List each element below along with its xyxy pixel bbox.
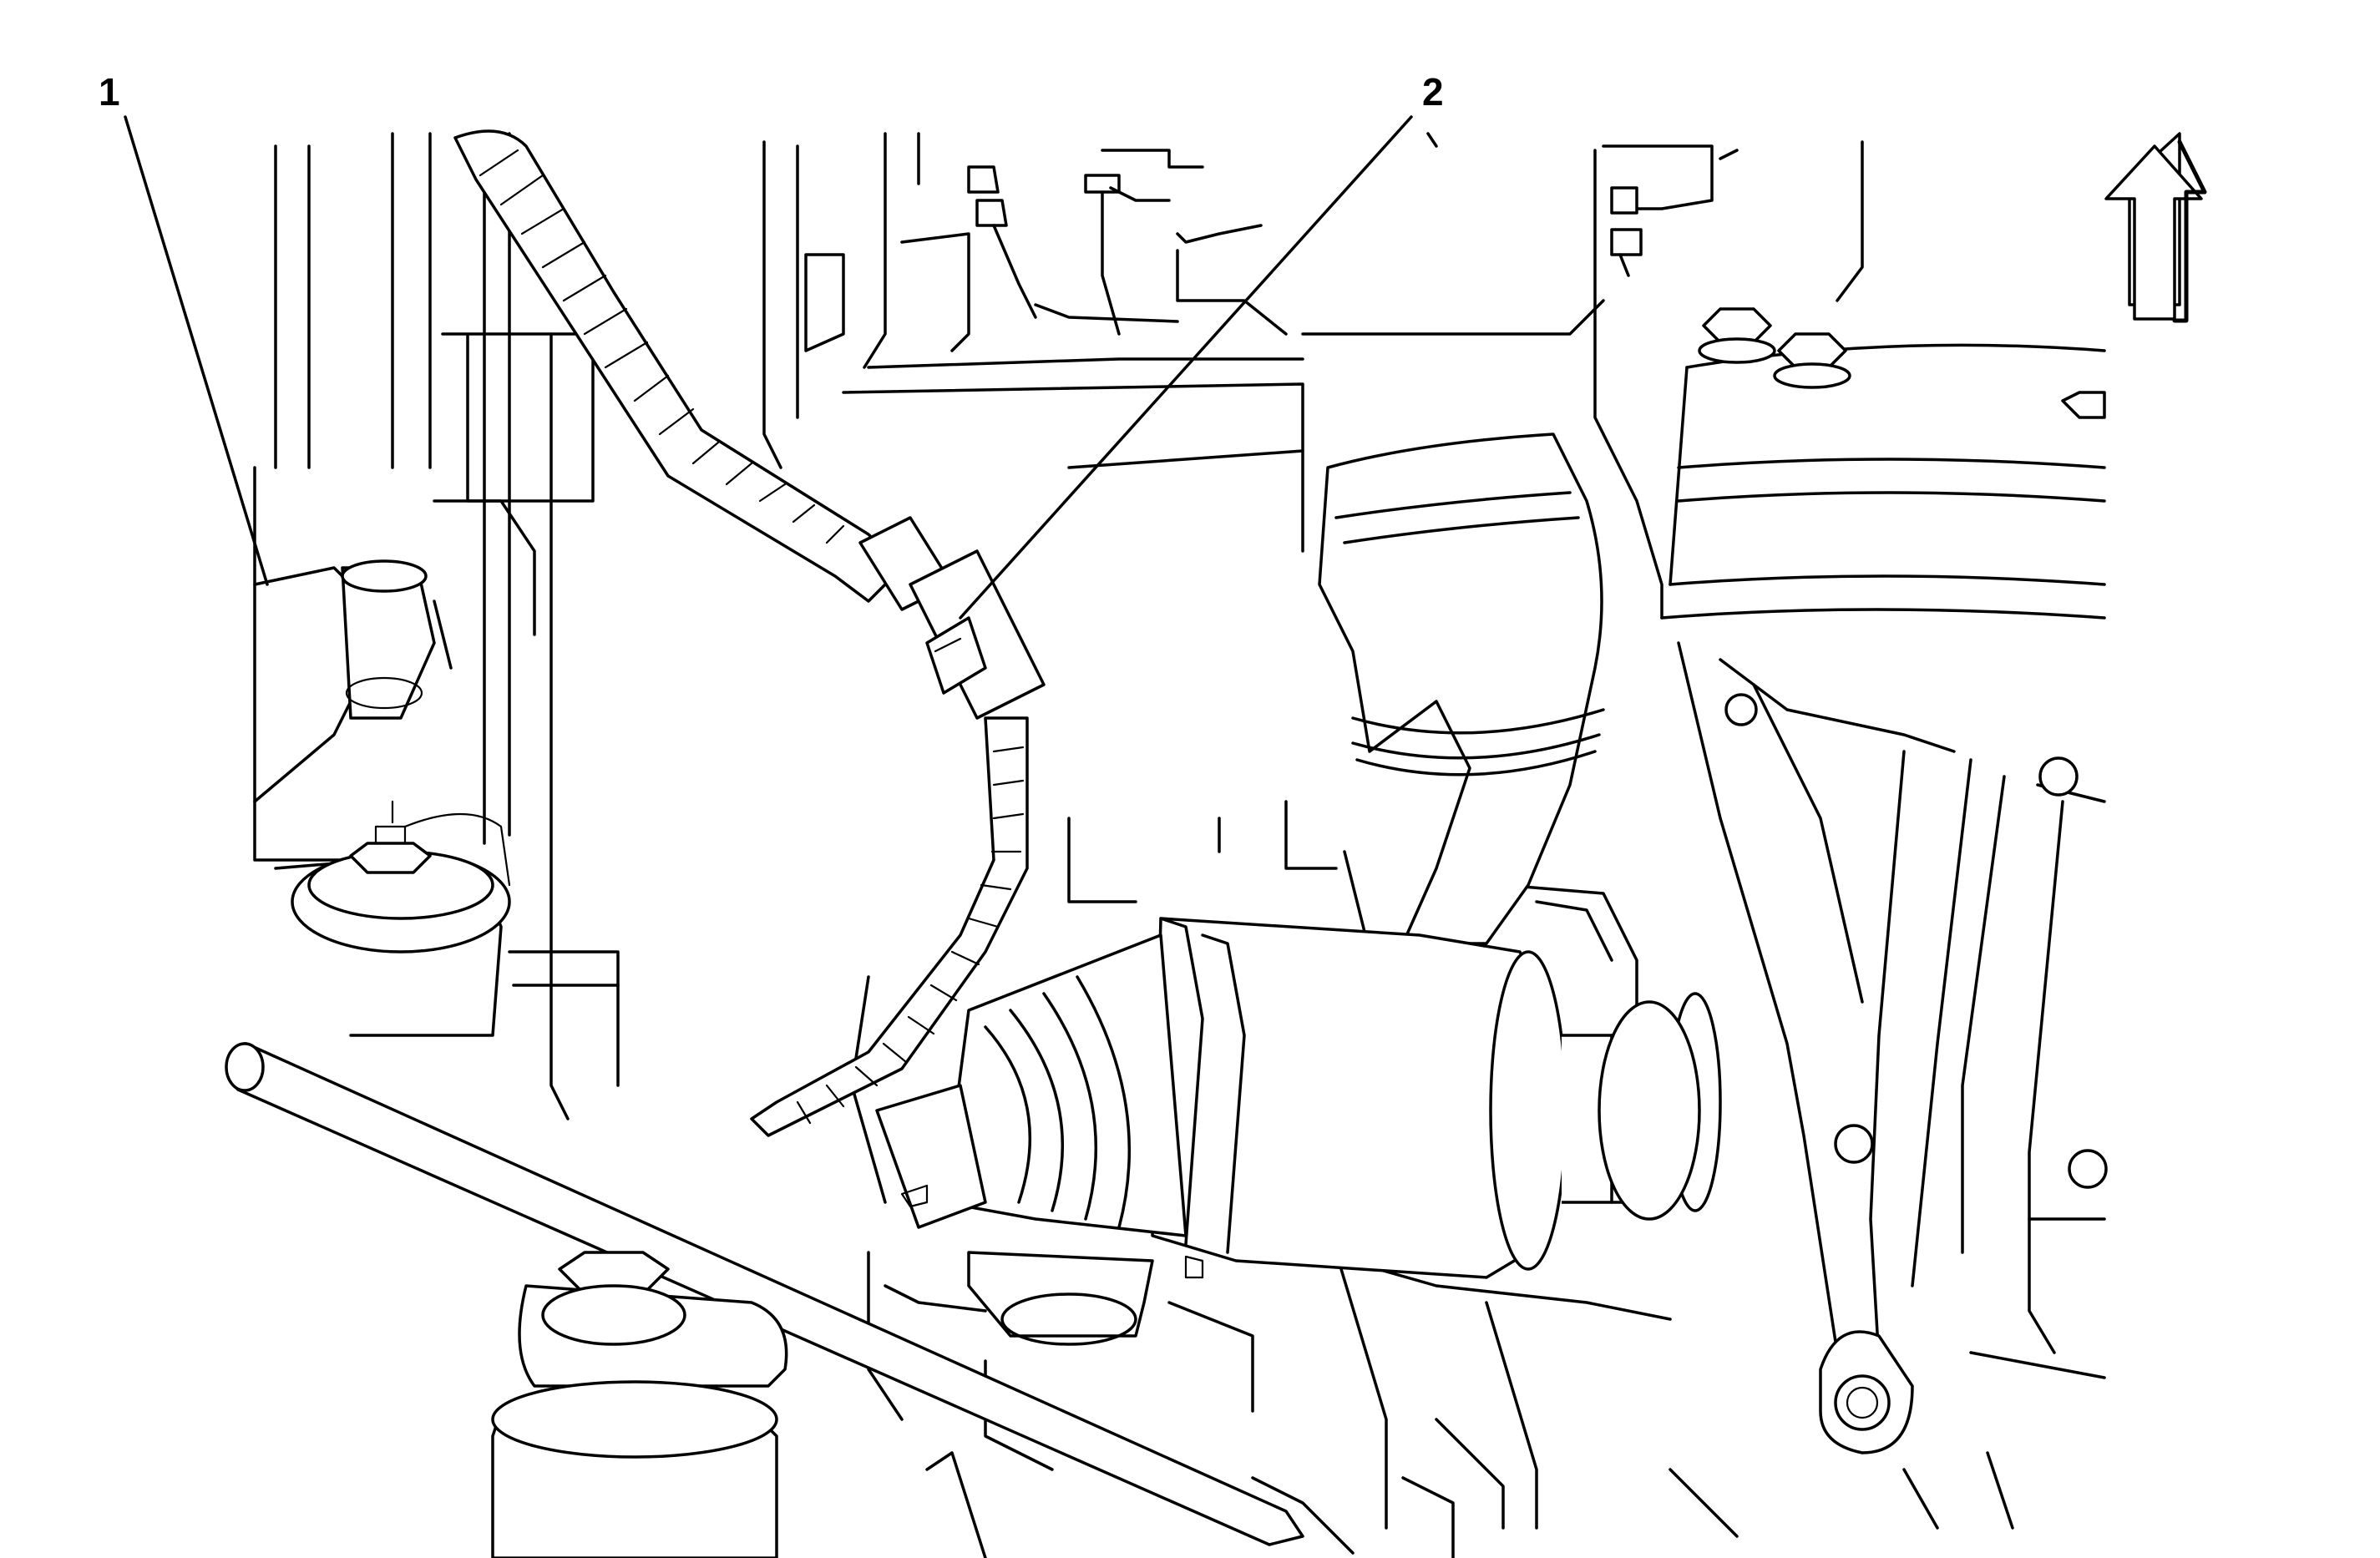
callout-1: 1	[99, 70, 269, 586]
housing-bolts	[1698, 307, 2108, 1189]
callout-label-2: 2	[1422, 70, 1444, 114]
top-fittings	[967, 132, 1643, 336]
wiring-harness	[453, 129, 904, 603]
mount-nut	[349, 842, 432, 874]
callout-leader-2	[959, 115, 1413, 620]
drive-axle	[875, 917, 1722, 1346]
lower-bushing	[1819, 1330, 1914, 1454]
sensor-lead	[750, 716, 1029, 1137]
callout-2: 2	[959, 70, 1444, 620]
hose-pipe	[1318, 432, 1605, 945]
lower-strut	[491, 1251, 987, 1558]
boot-clamp	[875, 1084, 987, 1229]
callout-label-1: 1	[99, 70, 120, 114]
upper-left-bracket	[253, 499, 536, 803]
callout-leader-1	[124, 115, 269, 586]
electrical-connector	[858, 516, 1046, 720]
arrow-up-icon	[2104, 132, 2207, 323]
lower-left-mount	[274, 800, 511, 1037]
frame-structure	[253, 132, 2106, 1538]
tie-rod	[225, 1042, 1455, 1558]
